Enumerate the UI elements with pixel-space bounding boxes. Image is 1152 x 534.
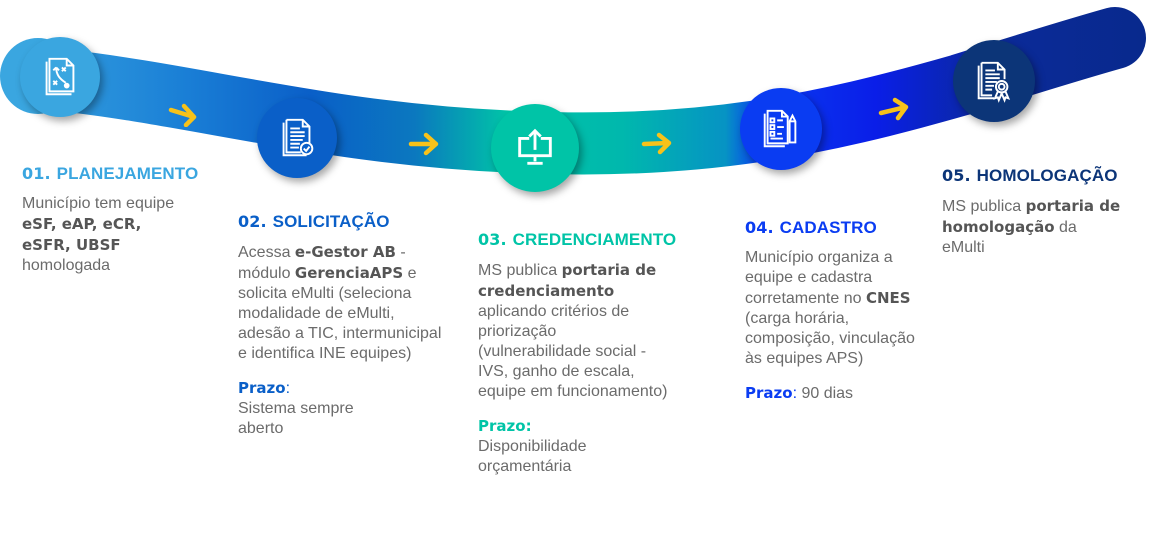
certificate-document-icon [977, 61, 1011, 103]
deadline-value: Disponibilidade orçamentária [478, 438, 587, 475]
arrow-right-icon [168, 103, 197, 127]
step-title: 05.HOMOLOGAÇÃO [942, 166, 1118, 185]
step-deadline: Prazo: 90 dias [745, 384, 854, 402]
step-1: 01.PLANEJAMENTO Município tem equipe eSF… [22, 164, 222, 276]
step-5-node [953, 40, 1035, 122]
step-description: Município organiza a equipe e cadastra c… [745, 249, 915, 367]
step-3-node [491, 104, 579, 192]
step-1-node [20, 37, 100, 117]
step-4: 04.CADASTRO Município organiza a equipe … [745, 218, 935, 404]
arrow-right-icon [878, 97, 909, 121]
step-2: 02.SOLICITAÇÃO Acessa e-Gestor AB - módu… [238, 212, 448, 439]
step-deadline: Prazo: Disponibilidade orçamentária [478, 416, 708, 477]
step-title: 01.PLANEJAMENTO [22, 164, 199, 183]
document-check-icon [282, 118, 314, 157]
step-5: 05.HOMOLOGAÇÃO MS publica portaria de ho… [942, 166, 1147, 258]
deadline-label: Prazo [478, 417, 526, 435]
arrow-right-icon [408, 132, 439, 156]
step-title: 02.SOLICITAÇÃO [238, 212, 390, 231]
step-4-node [740, 88, 822, 170]
deadline-label: Prazo [238, 379, 286, 397]
step-title: 04.CADASTRO [745, 218, 877, 237]
monitor-upload-icon [518, 128, 552, 165]
step-description: Acessa e-Gestor AB - módulo GerenciaAPS … [238, 243, 442, 362]
step-2-node [257, 98, 337, 178]
strategy-plan-document-icon [45, 57, 75, 96]
checklist-pencil-icon [763, 109, 797, 148]
step-description: MS publica portaria de homologação da eM… [942, 197, 1121, 256]
step-description: MS publica portaria de credenciamento ap… [478, 261, 668, 400]
step-deadline: Prazo: Sistema sempre aberto [238, 378, 448, 439]
step-description: Município tem equipe eSF, eAP, eCR, eSFR… [22, 195, 175, 274]
step-3: 03.CREDENCIAMENTO MS publica portaria de… [478, 230, 708, 477]
step-title: 03.CREDENCIAMENTO [478, 230, 677, 249]
deadline-value: Sistema sempre aberto [238, 400, 354, 437]
arrow-right-icon [641, 132, 672, 155]
deadline-value: 90 dias [801, 385, 854, 402]
deadline-label: Prazo [745, 384, 793, 402]
